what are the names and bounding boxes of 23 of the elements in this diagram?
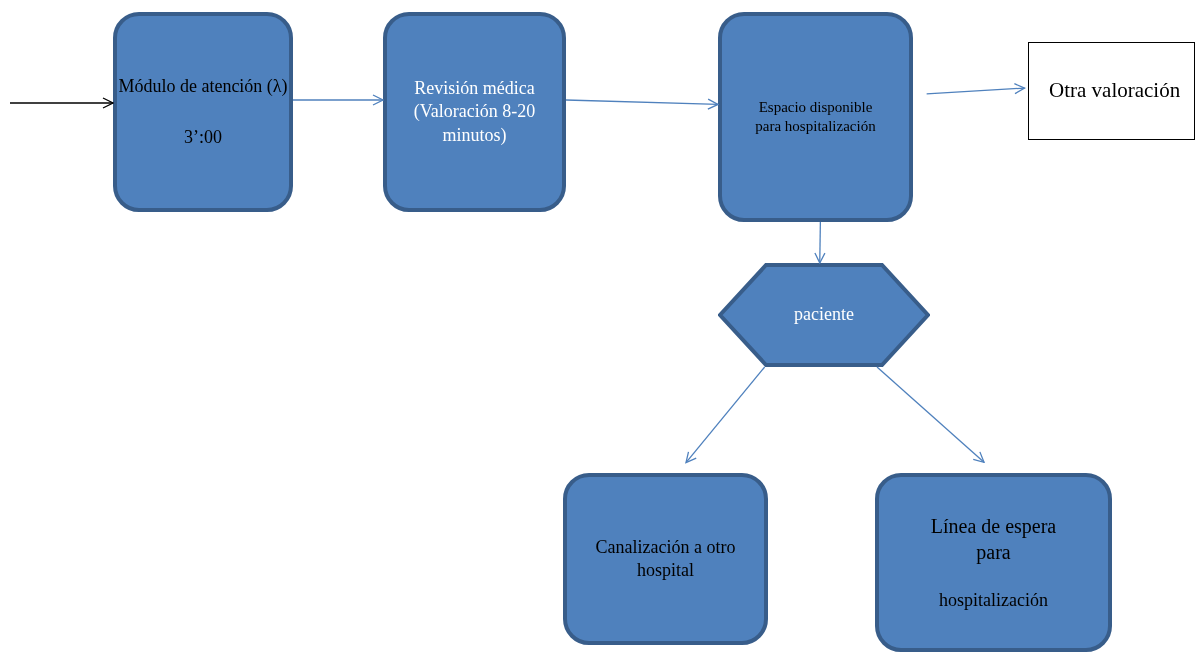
node-label: Canalización a otro hospital — [594, 535, 737, 582]
node-label: hospitalización — [939, 588, 1048, 612]
node-label: 3’:00 — [184, 126, 222, 149]
node-label: Otra valoración — [1049, 77, 1181, 105]
arrow — [292, 94, 384, 106]
process-box — [113, 12, 293, 212]
node-label: Línea de espera para — [929, 513, 1058, 565]
hexagon-node — [718, 263, 930, 367]
process-box — [875, 473, 1112, 652]
node-label: Revisión médica (Valoración 8-20 minutos) — [412, 76, 537, 147]
arrow — [814, 221, 826, 264]
arrow — [565, 98, 719, 110]
process-box — [383, 12, 566, 212]
arrow — [876, 366, 985, 463]
process-box — [563, 473, 768, 645]
process-box — [718, 12, 913, 222]
node-label: Módulo de atención (λ) — [118, 74, 288, 98]
node-label: paciente — [794, 303, 854, 327]
text-box — [1028, 42, 1195, 140]
arrow — [926, 83, 1026, 95]
arrow — [9, 97, 114, 109]
arrow — [685, 366, 766, 464]
node-label: Espacio disponible para hospitalización — [754, 97, 877, 136]
